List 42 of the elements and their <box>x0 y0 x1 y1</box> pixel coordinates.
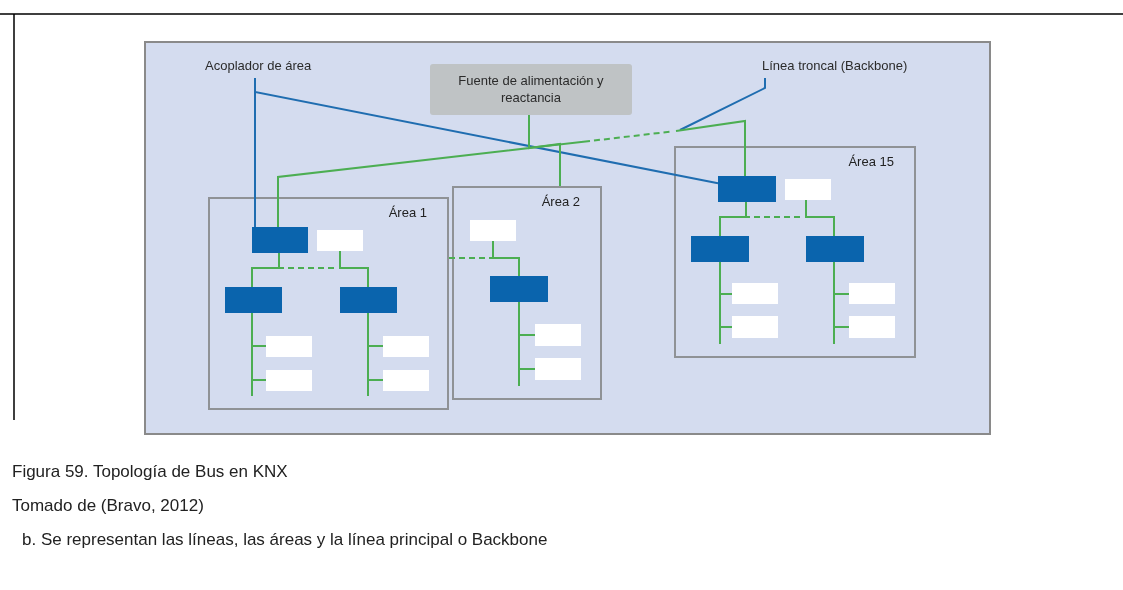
bus-line <box>805 199 835 237</box>
bus-line <box>719 261 733 345</box>
area-frame <box>674 146 916 358</box>
device-box <box>535 324 581 346</box>
device-box <box>732 316 778 338</box>
bus-line <box>367 312 384 397</box>
device-box <box>849 283 895 304</box>
area-title: Área 2 <box>541 194 580 209</box>
body-text: b. Se representan las líneas, las áreas y la línea principal o Backbone <box>22 530 548 550</box>
coupler-box <box>718 176 776 202</box>
area-title: Área 1 <box>388 205 427 220</box>
area-frame <box>452 186 602 400</box>
device-box <box>383 336 429 357</box>
leader-line <box>254 77 719 185</box>
device-box <box>849 316 895 338</box>
bus-line <box>492 240 520 277</box>
device-box <box>470 220 516 241</box>
coupler-box <box>490 276 548 302</box>
source-note: Tomado de (Bravo, 2012) <box>12 496 204 516</box>
area-title: Área 15 <box>848 154 894 169</box>
bus-line <box>251 312 267 397</box>
figure-caption: Figura 59. Topología de Bus en KNX <box>12 462 288 482</box>
callout-label: Acoplador de área <box>205 58 355 78</box>
device-box <box>317 230 363 251</box>
device-box <box>383 370 429 391</box>
coupler-box <box>691 236 749 262</box>
coupler-box <box>252 227 308 253</box>
area-frame <box>208 197 449 410</box>
leader-line <box>679 77 766 131</box>
callout-label: Línea troncal (Backbone) <box>762 58 942 78</box>
bus-line <box>339 250 369 288</box>
device-box <box>535 358 581 380</box>
device-box <box>732 283 778 304</box>
bus-line <box>833 261 850 345</box>
coupler-box <box>225 287 282 313</box>
coupler-box <box>806 236 864 262</box>
power-supply-box: Fuente de alimentación y reactancia <box>430 64 632 115</box>
bus-line <box>518 301 536 387</box>
device-box <box>266 370 312 391</box>
device-box <box>266 336 312 357</box>
device-box <box>785 179 831 200</box>
coupler-box <box>340 287 397 313</box>
